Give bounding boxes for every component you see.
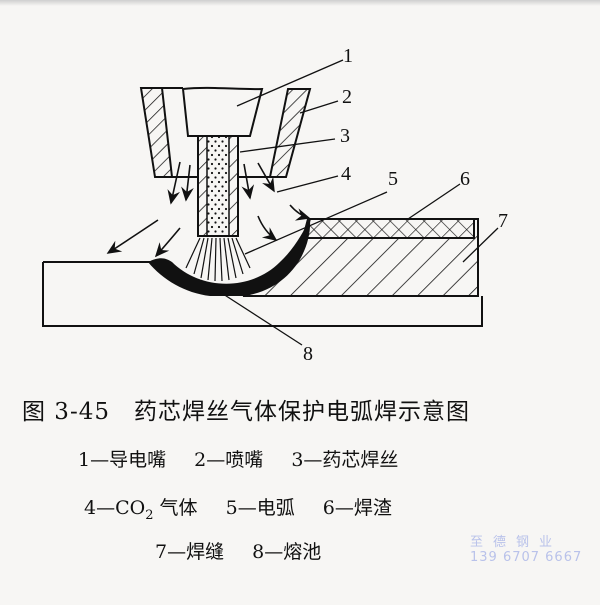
- legend-item-1: 1—导电嘴: [78, 449, 167, 471]
- figure-title: 药芯焊丝气体保护电弧焊示意图: [133, 399, 470, 425]
- flux-cored-wire: [197, 135, 239, 237]
- callout-1: 1: [343, 45, 353, 67]
- leader-lines: [219, 59, 499, 346]
- callout-5: 5: [388, 168, 398, 190]
- callout-4: 4: [341, 163, 351, 185]
- legend-item-6: 6—焊渣: [322, 497, 392, 519]
- legend-row-2: 4—CO2 气体 5—电弧 6—焊渣: [84, 493, 414, 523]
- legend-item-2: 2—喷嘴: [194, 449, 264, 471]
- legend-item-7: 7—焊缝: [155, 541, 225, 563]
- figure-caption: 图 3-45 药芯焊丝气体保护电弧焊示意图: [22, 392, 470, 426]
- legend-item-3: 3—药芯焊丝: [291, 449, 399, 471]
- weld-pool: [148, 219, 311, 296]
- callout-3: 3: [340, 125, 350, 147]
- contact-tip: [181, 86, 264, 137]
- callout-6: 6: [460, 168, 470, 190]
- base-plate: [42, 261, 483, 327]
- nozzle: [139, 87, 312, 178]
- callout-numbers: 1 2 3 4 5 6 7 8: [303, 45, 508, 365]
- arc-rays: [185, 237, 251, 282]
- legend-row-1: 1—导电嘴 2—喷嘴 3—药芯焊丝: [78, 445, 420, 472]
- legend-item-8: 8—熔池: [252, 541, 322, 563]
- watermark-company: 至德钢业: [470, 535, 563, 550]
- legend-item-4: 4—CO2 气体: [84, 497, 198, 523]
- page-top-edge: [0, 0, 600, 6]
- figure-number: 图 3-45: [22, 399, 110, 425]
- callout-7: 7: [498, 210, 508, 232]
- gas-flow-arrows: [106, 161, 311, 258]
- legend-row-3: 7—焊缝 8—熔池: [155, 537, 343, 564]
- watermark-phone: 139 6707 6667: [470, 550, 583, 565]
- slag-layer: [302, 218, 475, 239]
- callout-8: 8: [303, 343, 313, 365]
- callout-2: 2: [342, 86, 352, 108]
- legend-item-5: 5—电弧: [225, 497, 295, 519]
- welding-diagram: 1 2 3 4 5 6 7 8: [42, 45, 508, 365]
